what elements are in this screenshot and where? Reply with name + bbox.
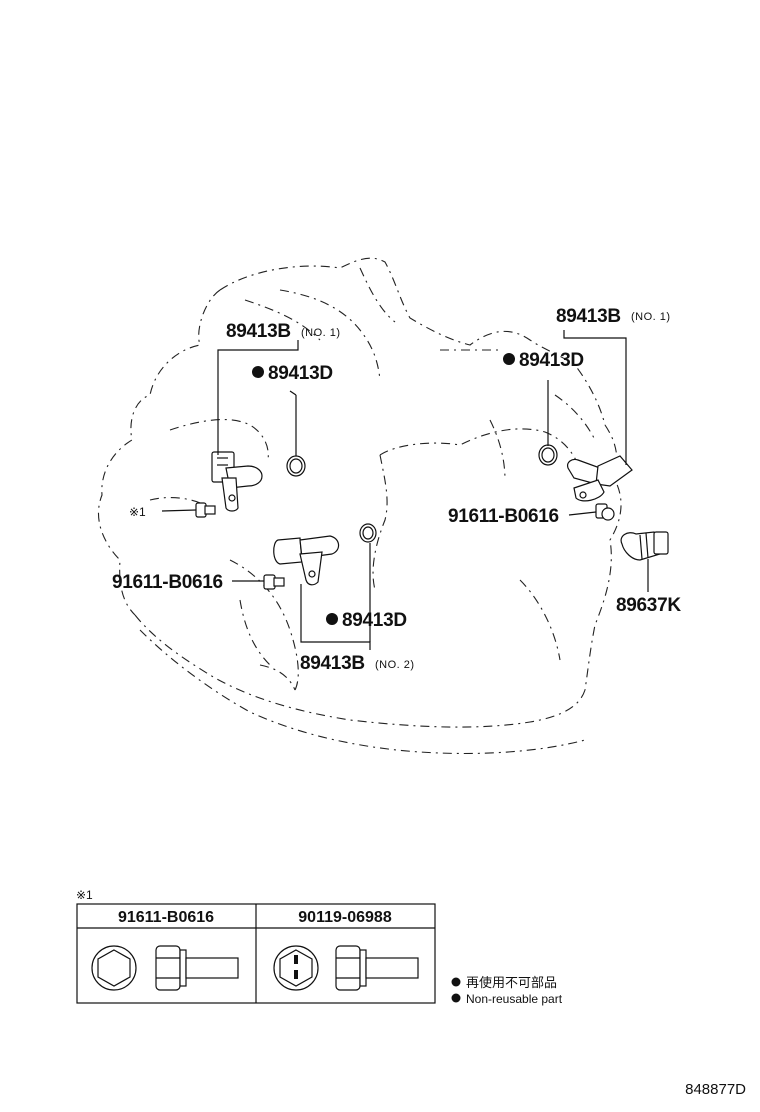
label-sensor-no1-right: 89413B xyxy=(556,306,621,327)
label-oring-right: 89413D xyxy=(519,350,584,371)
o-ring-left xyxy=(286,455,306,477)
label-sensor-no1-right-note: (NO. 1) xyxy=(631,311,671,323)
callout-labels: 89413B (NO. 1) 89413D 89413B (NO. 1) 894… xyxy=(112,306,682,674)
label-speed-sensor: 89637K xyxy=(616,595,681,616)
non-reusable-dot-icon xyxy=(451,993,461,1003)
speed-sensor-no1-left xyxy=(211,451,263,512)
label-bolt-center: 91611-B0616 xyxy=(112,572,223,593)
bolt-table-col-2: 90119-06988 xyxy=(298,909,392,926)
label-sensor-no2: 89413B xyxy=(300,653,365,674)
legend: 再使用不可部品 Non-reusable part xyxy=(451,975,563,1006)
non-reusable-dot-icon xyxy=(503,353,515,365)
label-oring-left: 89413D xyxy=(268,363,333,384)
bolt-table-mark: ※1 xyxy=(76,888,93,902)
non-reusable-dot-icon xyxy=(252,366,264,378)
legend-item-en: Non-reusable part xyxy=(466,992,563,1006)
speed-sensor-no1-right xyxy=(567,455,633,502)
speed-sensor-no2 xyxy=(273,535,340,586)
diagram-code: 848877D xyxy=(685,1081,746,1098)
bolt-side-view-icon xyxy=(155,945,239,991)
non-reusable-dot-icon xyxy=(451,977,461,987)
bolt-hex-head-icon xyxy=(91,945,137,991)
label-sensor-no1-left: 89413B xyxy=(226,321,291,342)
bolt-side-view-icon xyxy=(335,945,419,991)
speed-sensor-89637k xyxy=(620,531,669,561)
label-bolt-ref: ※1 xyxy=(129,505,146,519)
non-reusable-dot-icon xyxy=(326,613,338,625)
label-sensor-no1-left-note: (NO. 1) xyxy=(301,327,341,339)
bolt-center xyxy=(263,574,285,590)
label-oring-no2: 89413D xyxy=(342,610,407,631)
o-ring-right xyxy=(538,444,558,466)
bolt-table: ※1 91611-B0616 90119-06988 xyxy=(76,888,436,1004)
legend-item-jp: 再使用不可部品 xyxy=(466,975,557,990)
label-sensor-no2-note: (NO. 2) xyxy=(375,659,415,671)
o-ring-center xyxy=(359,523,377,543)
leader-lines xyxy=(161,330,649,650)
bolt-table-col-1: 91611-B0616 xyxy=(118,909,214,926)
bolt-ref-left xyxy=(195,502,216,518)
label-bolt-right: 91611-B0616 xyxy=(448,506,559,527)
bolt-right xyxy=(595,503,615,521)
bolt-hex-socket-head-icon xyxy=(273,945,319,991)
